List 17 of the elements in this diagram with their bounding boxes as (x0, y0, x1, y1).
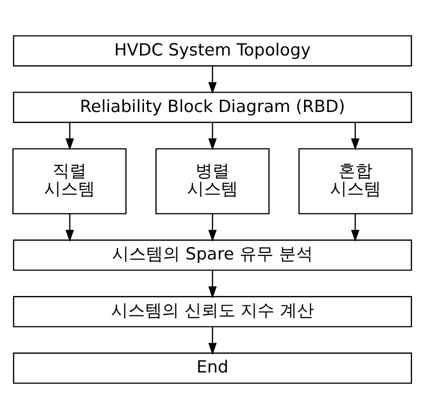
node-box: 시스템의 신뢰도 지수 계산 (12, 296, 412, 327)
node-box: 시스템의 Spare 유무 분석 (12, 239, 412, 270)
node-box: Reliability Block Diagram (RBD) (12, 91, 412, 122)
arrow (66, 213, 74, 242)
node-box: End (12, 352, 412, 384)
arrow (351, 122, 360, 150)
arrow (208, 213, 217, 242)
arrow (208, 270, 217, 298)
node-box: 혼합 시스템 (298, 148, 413, 214)
arrow (208, 326, 217, 354)
arrow (208, 66, 217, 94)
node-box: 직렬 시스템 (12, 148, 127, 214)
node-box: HVDC System Topology (12, 34, 412, 66)
arrow (208, 122, 217, 150)
node-box: 병렬 시스템 (155, 148, 270, 214)
arrow (66, 122, 74, 150)
arrow (351, 213, 360, 242)
